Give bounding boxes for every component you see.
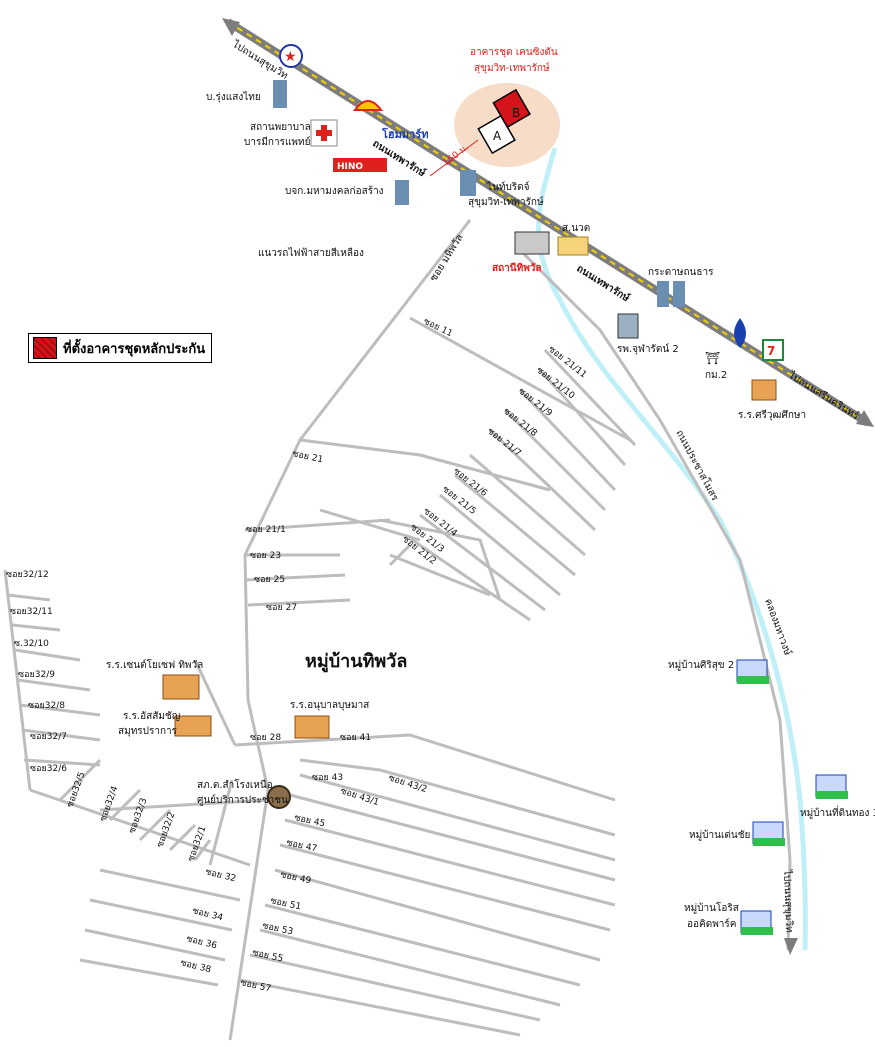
soi-38: ซอย 38 [179,958,212,975]
label-school-assumption-1: ร.ร.อัสสัมชัญ [123,711,180,722]
label-school-sriwut: ร.ร.ศรีวุฒศึกษา [738,409,806,421]
village-sirisuk: หมู่บ้านศิริสุข 2 [668,659,769,684]
soi-28: ซอย 28 [250,733,281,743]
label-rungsaeng: บ.รุ่งแสงไทย [206,91,261,103]
arrow-north-icon [222,18,240,36]
school-sriwut-icon [751,379,777,401]
soi-25: ซอย 25 [254,575,285,585]
label-yellow-line: แนวรถไฟฟ้าสายสีเหลือง [258,247,364,259]
school-assumption-icon [174,715,212,737]
label-nineteen-2: สุขุมวิท-เทพารักษ์ [468,196,544,208]
soi-32: ซอย 32 [204,867,237,884]
label-school-assumption-2: สมุทรปราการ [118,726,178,737]
label-hino: HINO [337,162,363,172]
label-village-oasis-1: หมู่บ้านโอริส [684,901,739,914]
paper-building-icon [657,281,669,307]
building-b-label: B [512,106,520,120]
soi-32-10: ซ.32/10 [14,639,49,649]
office-building-icon [273,80,287,108]
soi-32-2: ซอย32/2 [155,811,177,849]
soi-21: ซอย 21 [291,449,324,465]
mahamongkol-building-icon [395,180,409,205]
label-station: สถานีทิพวัล [492,262,542,274]
soi-36: ซอย 36 [185,934,218,951]
canal [536,147,808,951]
label-hospital-1: สถานพยาบาล [250,122,311,133]
soi-32-11: ซอย32/11 [10,607,53,617]
star-glyph: ★ [284,49,297,65]
soi-21-9: ซอย 21/9 [516,386,554,419]
project-buildings [477,88,531,155]
seven-eleven-icon [762,339,784,361]
label-km2: กม.2 [705,370,727,381]
label-canal: คลองมหาวงษ์ [762,597,794,657]
road-network [3,219,792,1041]
label-substation-2: ศูนย์บริการประชาชน [197,794,288,806]
label-paper: กระดาษถนธาร [648,267,714,278]
shell-logo-icon [353,100,383,111]
km-marker-icon: ⛩ [705,351,720,365]
village-denchai: หมู่บ้านเด่นชัย [689,821,785,846]
hino-logo-icon [333,158,387,172]
soi-32-4: ซอย32/4 [98,785,120,823]
label-substation-1: สภ.ต.สำโรงเหนือ [197,778,273,791]
soi-11: ซอย 11 [422,317,454,340]
svg-text:7: 7 [767,344,775,358]
label-police: ส.นวต [562,223,590,234]
label-village-denchai: หมู่บ้านเด่นชัย [689,829,750,841]
knightsbridge-building-icon [460,170,476,196]
soi-21-7: ซอย 21/7 [485,426,523,458]
soi-41: ซอย 41 [340,733,371,743]
soi-21-8: ซอย 21/8 [501,406,539,439]
label-village-thidin: หมู่บ้านที่ดินทอง 3 [800,805,875,819]
label-nineteen-1: ไนท์บริดจ์ [486,181,530,193]
label-school-anuban: ร.ร.อนุบาลบุษมาส [290,700,369,711]
legend-label: ที่ตั้งอาคารชุดหลักประกัน [63,341,206,357]
label-to-sukhumvit-south: ไปถนนสุขุมวิท [781,869,795,933]
hospital2-icon [617,313,639,339]
label-village-oasis-2: ออคิดพาร์ค [687,918,736,930]
building-b-icon [492,88,531,129]
soi-labels: ซอย 11 ซอย 21/11 ซอย 21/10 ซอย 21/9 ซอย … [6,317,588,995]
school-st-joseph-icon [162,674,200,700]
soi-57: ซอย 57 [239,978,272,994]
soi-32-9: ซอย32/9 [18,670,55,680]
soi-49: ซอย 49 [279,870,312,886]
police-station-icon [557,236,589,256]
project-title-1: อาคารชุด เคนซิงตัน [470,47,558,58]
arrow-south-icon [784,938,798,955]
station-icon [514,231,550,255]
arrow-east-icon [856,410,874,427]
village-oasis: หมู่บ้านโอริส ออคิดพาร์ค [684,901,773,935]
area-title: หมู่บ้านทิพวัล [305,651,407,673]
soi-23: ซอย 23 [250,551,281,561]
label-soi-mahiphon: ซอย มหิพวัล [428,233,466,284]
school-anuban-icon [294,715,330,739]
soi-55: ซอย 55 [251,948,284,964]
label-hospital-2: บารมีการแพทย์ [244,136,310,148]
soi-32-8: ซอย32/8 [28,701,65,711]
label-mahamongkol: บจก.มหามงคลก่อสร้าง [285,185,384,197]
project-title-2: สุขุมวิท-เทพารักษ์ [474,62,550,74]
label-village-sirisuk: หมู่บ้านศิริสุข 2 [668,659,734,671]
legend: ที่ตั้งอาคารชุดหลักประกัน [28,333,213,363]
soi-43: ซอย 43 [312,773,343,783]
label-homemart: โฮมมาร์ท [381,127,428,141]
soi-32-12: ซอย32/12 [6,570,49,580]
label-hospital2: รพ.จุฬารัตน์ 2 [617,343,679,355]
soi-32-6: ซอย32/6 [30,764,67,774]
soi-27: ซอย 27 [266,603,297,613]
label-school-st-joseph: ร.ร.เซนต์โยเซฟ ทิพวัล [106,658,203,671]
soi-32-7: ซอย32/7 [30,732,67,742]
star-logo-icon [279,44,303,68]
substation-icon [267,785,291,809]
ptt-logo-icon [734,318,746,348]
soi-21-1: ซอย 21/1 [246,525,286,535]
village-thidin: หมู่บ้านที่ดินทอง 3 [800,774,875,819]
legend-swatch [33,337,57,359]
building-a-label: A [493,129,502,143]
